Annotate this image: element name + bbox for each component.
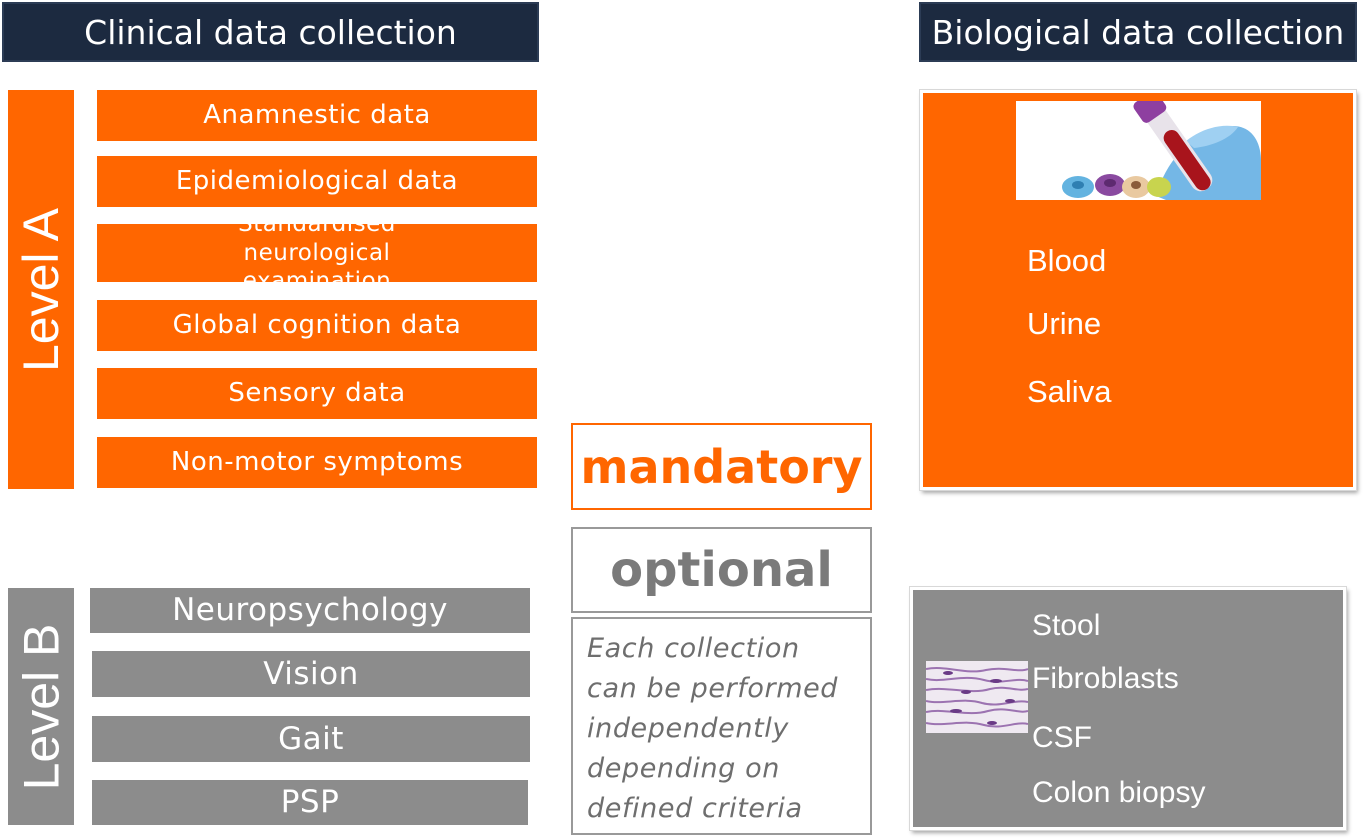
legend-optional: optional bbox=[571, 527, 872, 613]
level-b-text: Level B bbox=[13, 623, 69, 790]
clinical-header: Clinical data collection bbox=[2, 2, 539, 62]
level-a-label: Level A bbox=[8, 90, 74, 489]
level-b-item-gait: Gait bbox=[92, 716, 530, 762]
level-a-item-epidemiological: Epidemiological data bbox=[97, 156, 537, 207]
bio-optional-panel: Stool Fibroblasts CSF Colon biopsy bbox=[909, 586, 1347, 831]
bio-urine: Urine bbox=[1027, 306, 1102, 341]
bio-fibroblasts: Fibroblasts bbox=[1032, 662, 1179, 695]
level-a-item-anamnestic: Anamnestic data bbox=[97, 90, 537, 141]
fibroblast-microscopy bbox=[926, 667, 1028, 728]
blood-tube-image bbox=[1016, 101, 1261, 200]
bio-mandatory-panel: Blood Urine Saliva bbox=[919, 89, 1357, 491]
blood-tube-illustration bbox=[1062, 101, 1261, 200]
bio-csf: CSF bbox=[1032, 721, 1092, 754]
level-a-item-sensory: Sensory data bbox=[97, 368, 537, 419]
level-a-item-neurological: Standardised neurological examination bbox=[97, 211, 537, 294]
bio-stool: Stool bbox=[1032, 609, 1101, 642]
fibroblast-image bbox=[926, 661, 1028, 733]
level-b-label: Level B bbox=[8, 588, 74, 825]
level-a-item-cognition: Global cognition data bbox=[97, 300, 537, 351]
bio-saliva: Saliva bbox=[1027, 374, 1112, 409]
level-a-item-nonmotor: Non-motor symptoms bbox=[97, 437, 537, 488]
legend-mandatory: mandatory bbox=[571, 423, 872, 510]
bio-blood: Blood bbox=[1027, 243, 1107, 278]
biological-header: Biological data collection bbox=[919, 2, 1357, 62]
level-a-text: Level A bbox=[13, 207, 70, 372]
level-b-item-vision: Vision bbox=[92, 651, 530, 697]
legend-note: Each collection can be performed indepen… bbox=[571, 617, 872, 835]
level-b-item-neuropsychology: Neuropsychology bbox=[90, 588, 530, 633]
level-b-item-psp: PSP bbox=[92, 780, 528, 825]
bio-colon-biopsy: Colon biopsy bbox=[1032, 776, 1206, 809]
